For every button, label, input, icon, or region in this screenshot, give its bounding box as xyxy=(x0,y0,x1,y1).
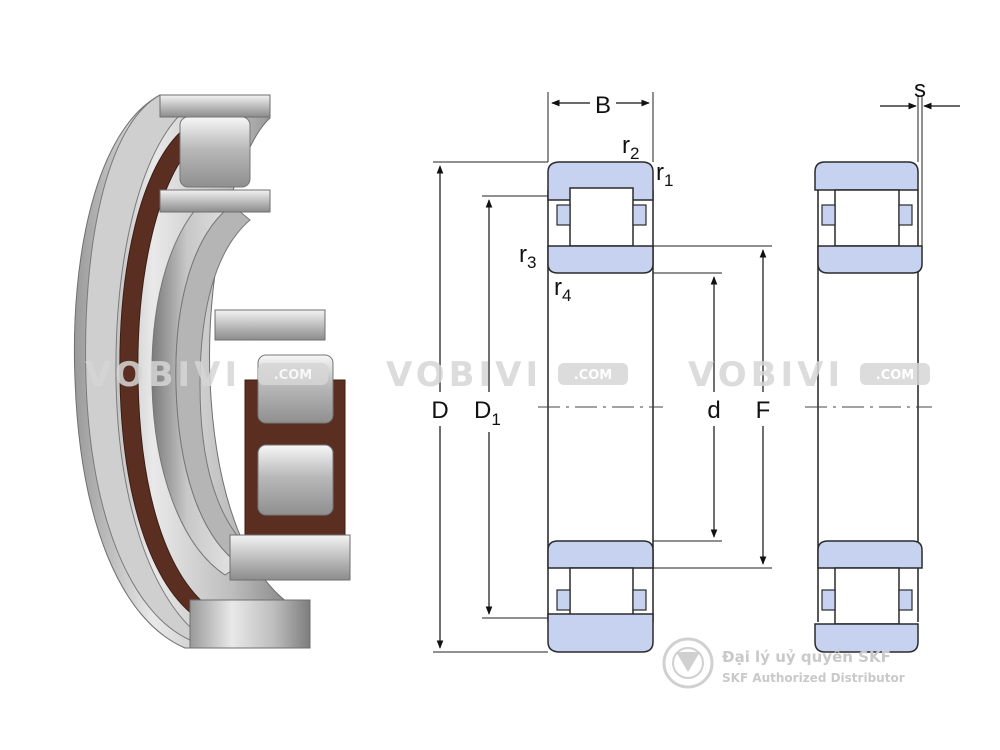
side-section-drawing: s xyxy=(805,76,960,653)
label-F: F xyxy=(756,397,771,424)
cross-section-drawing: B r2 r1 r3 r4 D D1 d F xyxy=(428,88,775,653)
lower-outer-ring-section xyxy=(229,534,351,581)
watermark-2: VOBIVI .COM xyxy=(386,355,628,395)
label-r3: r3 xyxy=(519,241,536,272)
top-roller xyxy=(179,116,251,188)
bottom-cage-right xyxy=(632,589,647,611)
distributor-line-2: SKF Authorized Distributor xyxy=(722,671,905,685)
top-cage-left xyxy=(556,204,571,226)
side-top-roller xyxy=(834,189,900,247)
side-top-outer-ring xyxy=(814,161,919,191)
watermark-3: VOBIVI .COM xyxy=(688,355,930,395)
watermarks: VOBIVI .COM VOBIVI .COM VOBIVI .COM xyxy=(85,355,930,395)
svg-text:.COM: .COM xyxy=(876,368,914,383)
side-top-cage-left xyxy=(821,204,836,226)
side-bottom-inner-ring xyxy=(817,540,923,569)
side-bottom-outer-ring xyxy=(814,623,919,653)
bottom-outer-ring xyxy=(547,613,654,653)
label-r2: r2 xyxy=(622,132,639,163)
bottom-section xyxy=(547,540,654,653)
label-D: D xyxy=(431,397,448,424)
watermark-1: VOBIVI .COM xyxy=(85,355,328,395)
svg-text:VOBIVI: VOBIVI xyxy=(688,355,844,395)
top-cage-right xyxy=(632,204,647,226)
top-inner-ring-section xyxy=(159,189,271,213)
side-top-inner-ring xyxy=(817,245,923,274)
top-roller-section xyxy=(569,187,634,247)
side-bottom-cage-right xyxy=(898,589,913,611)
svg-text:VOBIVI: VOBIVI xyxy=(85,355,241,395)
bottom-inner-ring xyxy=(547,540,654,569)
side-bottom-roller xyxy=(834,567,900,625)
side-bottom-cage-left xyxy=(821,589,836,611)
bottom-cage-left xyxy=(556,589,571,611)
side-top-cage-right xyxy=(898,204,913,226)
label-B: B xyxy=(595,92,611,119)
lower-roller-2 xyxy=(257,444,334,516)
top-inner-ring xyxy=(547,245,654,274)
label-D1: D1 xyxy=(474,397,501,429)
distributor-logo-icon xyxy=(662,637,714,689)
svg-text:VOBIVI: VOBIVI xyxy=(386,355,542,395)
top-section xyxy=(547,161,654,274)
distributor-badge: Đại lý uỷ quyền SKF SKF Authorized Distr… xyxy=(662,637,905,689)
svg-text:.COM: .COM xyxy=(574,368,612,383)
svg-text:.COM: .COM xyxy=(274,368,312,383)
label-r1: r1 xyxy=(656,159,673,190)
label-d: d xyxy=(707,397,720,424)
bottom-outer-ring-edge xyxy=(189,599,311,649)
lower-inner-ring-section xyxy=(214,309,326,341)
label-s: s xyxy=(914,76,926,103)
label-r4: r4 xyxy=(554,274,571,305)
distributor-line-1: Đại lý uỷ quyền SKF xyxy=(722,647,891,666)
bearing-photo xyxy=(73,94,351,649)
top-outer-ring-section xyxy=(159,94,271,118)
